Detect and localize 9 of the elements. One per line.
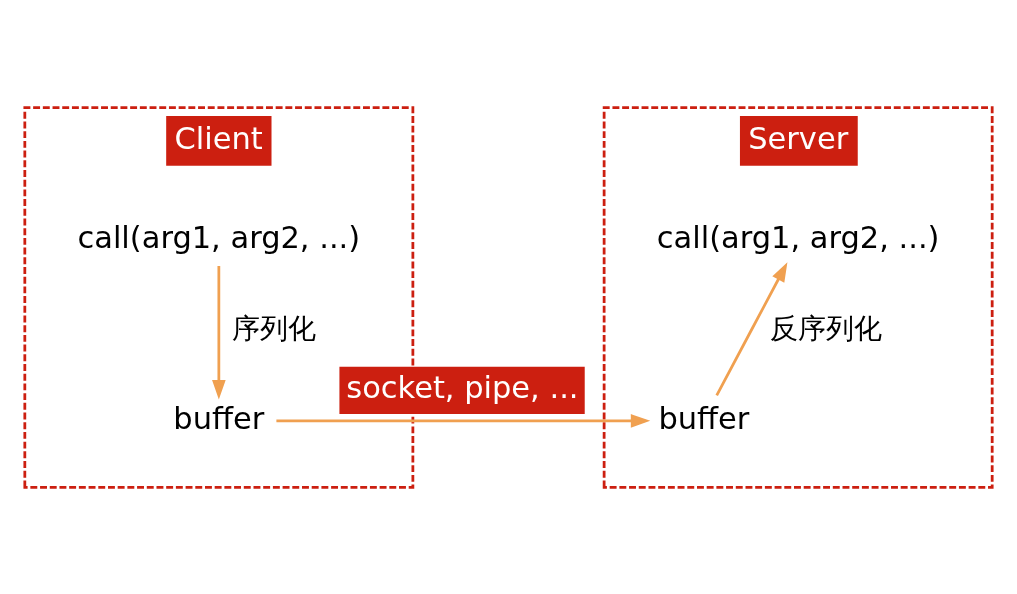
- node-text: buffer: [173, 400, 265, 436]
- edge-label: 反序列化: [770, 311, 883, 345]
- arrow: [212, 265, 226, 400]
- edge-label: 序列化: [231, 311, 316, 345]
- arrow: [276, 413, 651, 428]
- arrow: [715, 261, 788, 396]
- node-text: buffer: [658, 400, 750, 436]
- node-text: call(arg1, arg2, ...): [77, 219, 361, 255]
- node-text: call(arg1, arg2, ...): [656, 219, 940, 255]
